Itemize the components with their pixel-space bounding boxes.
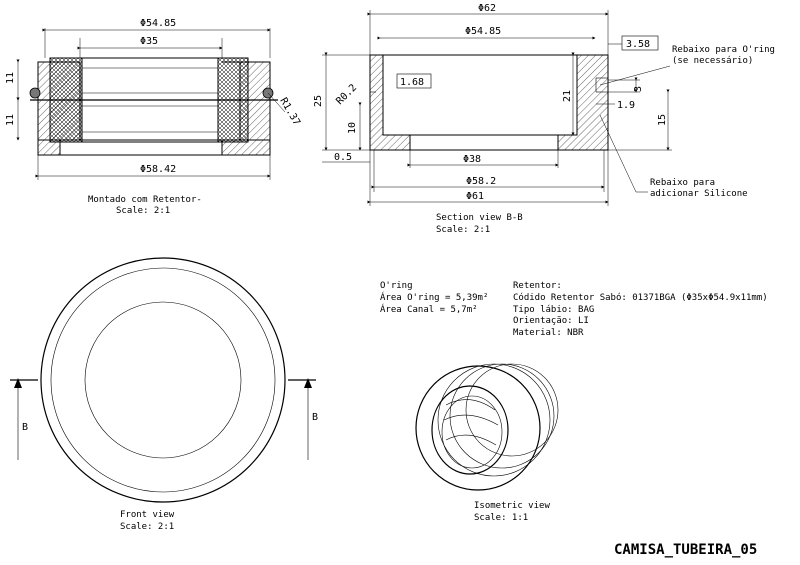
retainer-heading: Retentor: [513,281,562,291]
front-caption: Front view [120,510,175,520]
dim-phi38: Φ38 [463,154,481,165]
note-oring-groove-2: (se necessário) [672,56,753,66]
dim-phi62: Φ62 [478,3,496,14]
iso-caption: Isometric view [474,501,550,511]
dim-1-9: 1.9 [617,100,635,111]
note-silicone-2: adicionar Silicone [650,189,748,199]
dim-1-68: 1.68 [400,77,424,88]
dim-3: 3 [633,86,644,92]
dim-radius: R1.37 [277,96,302,128]
dim-10: 10 [347,122,358,134]
front-scale: Scale: 2:1 [120,522,174,532]
section-view: Φ62 Φ54.85 3.58 R0.2 1.68 25 10 0.5 21 [313,3,775,235]
dim-top-diameter: Φ54.85 [140,18,176,29]
assembled-view: Φ54.85 Φ35 11 11 R1.37 Φ58.4 [5,18,302,216]
dim-left-lower: 11 [5,114,16,126]
assembled-caption: Montado com Retentor- [88,195,202,205]
oring-area: Área O'ring = 5,39m² [380,291,488,303]
assembled-scale: Scale: 2:1 [116,206,170,216]
dim-left-upper: 11 [5,72,16,84]
dim-phi61: Φ61 [466,191,484,202]
iso-scale: Scale: 1:1 [474,513,528,523]
channel-area: Área Canal = 5,7m² [380,303,478,315]
dim-21: 21 [562,90,573,102]
dim-r0-2: R0.2 [334,82,359,107]
section-label-right: B [312,412,318,423]
note-oring-groove-1: Rebaixo para O'ring [672,45,775,55]
section-scale: Scale: 2:1 [436,225,490,235]
note-silicone-1: Rebaixo para [650,178,715,188]
dim-inner-diameter: Φ35 [140,36,158,47]
section-caption: Section view B-B [436,213,523,223]
front-view: B B Front view Scale: 2:1 [10,257,318,532]
section-label-left: B [22,422,28,433]
retainer-orientation: Orientação: LI [513,316,589,326]
retainer-info: Retentor: Códido Retentor Sabó: 01371BGA… [513,281,768,338]
dim-15: 15 [657,114,668,126]
dim-0-5: 0.5 [334,152,352,163]
isometric-view: Isometric view Scale: 1:1 [415,363,559,523]
dim-3-58: 3.58 [626,39,650,50]
retainer-material: Material: NBR [513,328,584,338]
retainer-code: Códido Retentor Sabó: 01371BGA (Φ35xΦ54.… [513,292,768,303]
dim-phi54-85: Φ54.85 [465,26,501,37]
dim-bottom-diameter: Φ58.42 [140,164,176,175]
retainer-lip-type: Tipo lábio: BAG [513,305,594,315]
sheet-title: CAMISA_TUBEIRA_05 [614,542,757,558]
oring-info: O'ring Área O'ring = 5,39m² Área Canal =… [380,281,488,315]
dim-phi58-2: Φ58.2 [466,176,496,187]
dim-25: 25 [313,95,324,107]
oring-heading: O'ring [380,281,413,291]
